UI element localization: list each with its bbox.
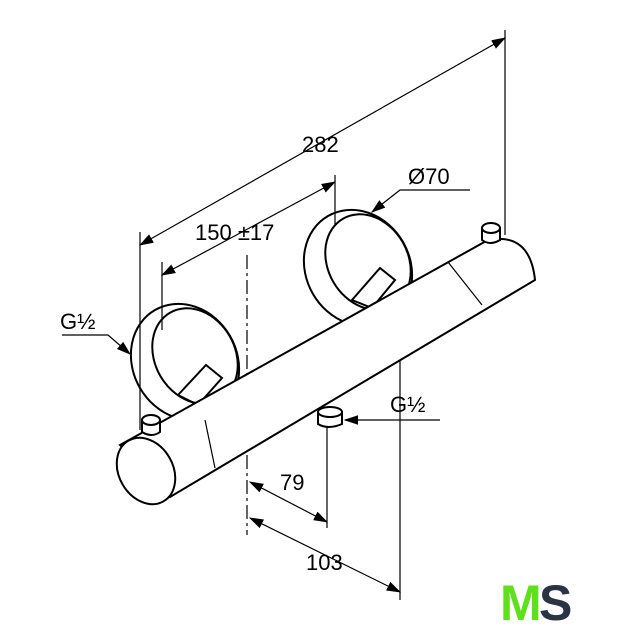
ms-logo: M S [500,575,572,631]
center-distance-label: 150 ±17 [195,220,274,245]
logo-letter-m: M [500,575,542,631]
left-wall-flange [129,302,241,422]
logo-letter-s: S [539,575,572,631]
flange-diameter-label: Ø70 [408,164,450,189]
outlet-offset-label: 79 [280,470,304,495]
inlet-thread-label: G½ [60,309,95,334]
overall-length-label: 282 [302,132,339,157]
dimension-lines [62,37,507,593]
depth-label: 103 [306,550,343,575]
outlet-thread-label: G½ [390,392,425,417]
